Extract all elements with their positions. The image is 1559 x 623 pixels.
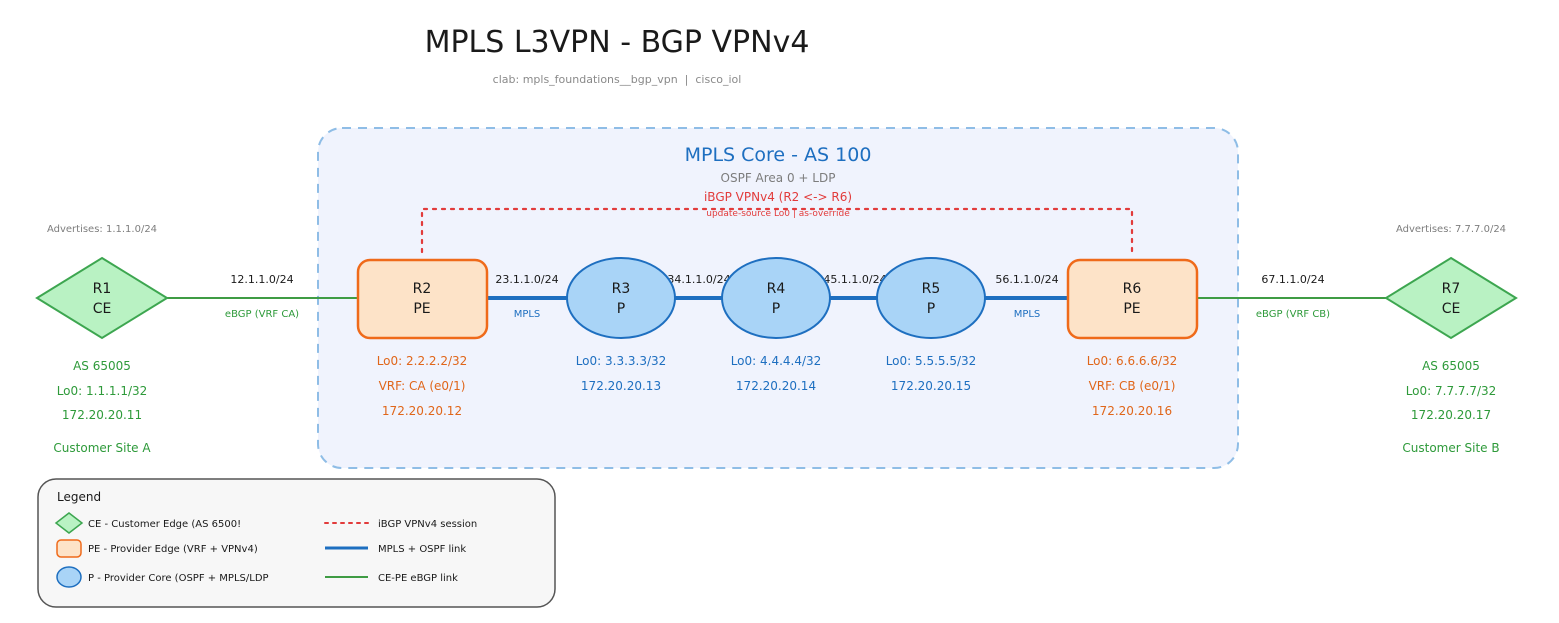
link-r2-r3-label: MPLS <box>514 309 541 320</box>
r7-role: CE <box>1442 301 1461 317</box>
legend-box <box>37 478 556 608</box>
diagram-subtitle: clab: mpls_foundations__bgp_vpn | cisco_… <box>493 73 742 86</box>
link-r1-r2-label: eBGP (VRF CA) <box>225 309 299 320</box>
legend-pe-swatch <box>56 539 82 558</box>
link-r2-r3-subnet: 23.1.1.0/24 <box>495 273 558 286</box>
core-title: MPLS Core - AS 100 <box>685 144 872 166</box>
legend-p-label: P - Provider Core (OSPF + MPLS/LDP <box>88 573 269 584</box>
r6-lo0: Lo0: 6.6.6.6/32 <box>1087 354 1178 368</box>
r4-role: P <box>772 301 780 317</box>
node-r6[interactable]: R6 PE Lo0: 6.6.6.6/32 VRF: CB (e0/1) 172… <box>1066 258 1199 418</box>
r4-lo0: Lo0: 4.4.4.4/32 <box>731 354 822 368</box>
legend: Legend CE - Customer Edge (AS 6500! PE -… <box>37 478 556 608</box>
r1-lo0: Lo0: 1.1.1.1/32 <box>57 384 148 398</box>
r3-mgmt: 172.20.20.13 <box>581 379 661 393</box>
r5-p-circle <box>876 257 986 339</box>
r2-lo0: Lo0: 2.2.2.2/32 <box>377 354 468 368</box>
r6-name: R6 <box>1123 281 1142 297</box>
r2-name: R2 <box>413 281 432 297</box>
legend-p-swatch <box>56 566 82 588</box>
legend-ebgp-label: CE-PE eBGP link <box>378 573 458 584</box>
link-r6-r7-subnet: 67.1.1.0/24 <box>1261 273 1324 286</box>
link-r3-r4-subnet: 34.1.1.0/24 <box>667 273 730 286</box>
node-r4[interactable]: R4 P Lo0: 4.4.4.4/32 172.20.20.14 <box>721 257 831 393</box>
r1-as: AS 65005 <box>73 359 131 373</box>
r5-name: R5 <box>922 281 941 297</box>
diagram-title: MPLS L3VPN - BGP VPNv4 <box>425 25 810 60</box>
r6-pe-box <box>1066 258 1199 340</box>
link-r4-r5-subnet: 45.1.1.0/24 <box>823 273 886 286</box>
legend-ibgp-label: iBGP VPNv4 session <box>378 519 477 530</box>
r6-vrf: VRF: CB (e0/1) <box>1089 379 1176 393</box>
r1-name: R1 <box>93 281 112 297</box>
r2-pe-box <box>356 258 489 340</box>
r5-mgmt: 172.20.20.15 <box>891 379 971 393</box>
ibgp-session-label: iBGP VPNv4 (R2 <-> R6) <box>704 190 852 204</box>
r7-mgmt: 172.20.20.17 <box>1411 408 1491 422</box>
ibgp-session-sublabel: update-source Lo0 | as-override <box>706 209 850 219</box>
r3-role: P <box>617 301 625 317</box>
node-r3[interactable]: R3 P Lo0: 3.3.3.3/32 172.20.20.13 <box>566 257 676 393</box>
legend-pe-label: PE - Provider Edge (VRF + VPNv4) <box>88 544 258 555</box>
r4-mgmt: 172.20.20.14 <box>736 379 816 393</box>
legend-mpls-label: MPLS + OSPF link <box>378 544 466 555</box>
node-r7[interactable]: Advertises: 7.7.7.0/24 R7 CE AS 65005 Lo… <box>1384 224 1518 455</box>
link-r5-r6-subnet: 56.1.1.0/24 <box>995 273 1058 286</box>
link-r1-r2-subnet: 12.1.1.0/24 <box>230 273 293 286</box>
r4-name: R4 <box>767 281 786 297</box>
link-r5-r6-label: MPLS <box>1014 309 1041 320</box>
ibgp-session-line <box>420 207 1134 254</box>
legend-ce-label: CE - Customer Edge (AS 6500! <box>88 519 241 530</box>
r1-advertises: Advertises: 1.1.1.0/24 <box>47 224 157 235</box>
r2-role: PE <box>413 301 430 317</box>
r7-advertises: Advertises: 7.7.7.0/24 <box>1396 224 1506 235</box>
legend-title: Legend <box>57 490 101 504</box>
node-r2[interactable]: R2 PE Lo0: 2.2.2.2/32 VRF: CA (e0/1) 172… <box>356 258 489 418</box>
r5-role: P <box>927 301 935 317</box>
r7-as: AS 65005 <box>1422 359 1480 373</box>
r1-mgmt: 172.20.20.11 <box>62 408 142 422</box>
r1-ce-diamond <box>35 256 169 340</box>
r3-name: R3 <box>612 281 631 297</box>
link-r6-r7-label: eBGP (VRF CB) <box>1256 309 1330 320</box>
node-r1[interactable]: Advertises: 1.1.1.0/24 R1 CE AS 65005 Lo… <box>35 224 169 455</box>
r5-lo0: Lo0: 5.5.5.5/32 <box>886 354 977 368</box>
core-subtitle: OSPF Area 0 + LDP <box>721 171 836 185</box>
r4-p-circle <box>721 257 831 339</box>
r6-mgmt: 172.20.20.16 <box>1092 404 1172 418</box>
node-r5[interactable]: R5 P Lo0: 5.5.5.5/32 172.20.20.15 <box>876 257 986 393</box>
r6-role: PE <box>1123 301 1140 317</box>
r3-lo0: Lo0: 3.3.3.3/32 <box>576 354 667 368</box>
r7-name: R7 <box>1442 281 1461 297</box>
r2-mgmt: 172.20.20.12 <box>382 404 462 418</box>
r1-site: Customer Site A <box>53 441 151 455</box>
legend-ce-swatch <box>54 512 84 534</box>
r7-ce-diamond <box>1384 256 1518 340</box>
r7-lo0: Lo0: 7.7.7.7/32 <box>1406 384 1497 398</box>
r2-vrf: VRF: CA (e0/1) <box>379 379 466 393</box>
r7-site: Customer Site B <box>1402 441 1499 455</box>
r3-p-circle <box>566 257 676 339</box>
r1-role: CE <box>93 301 112 317</box>
